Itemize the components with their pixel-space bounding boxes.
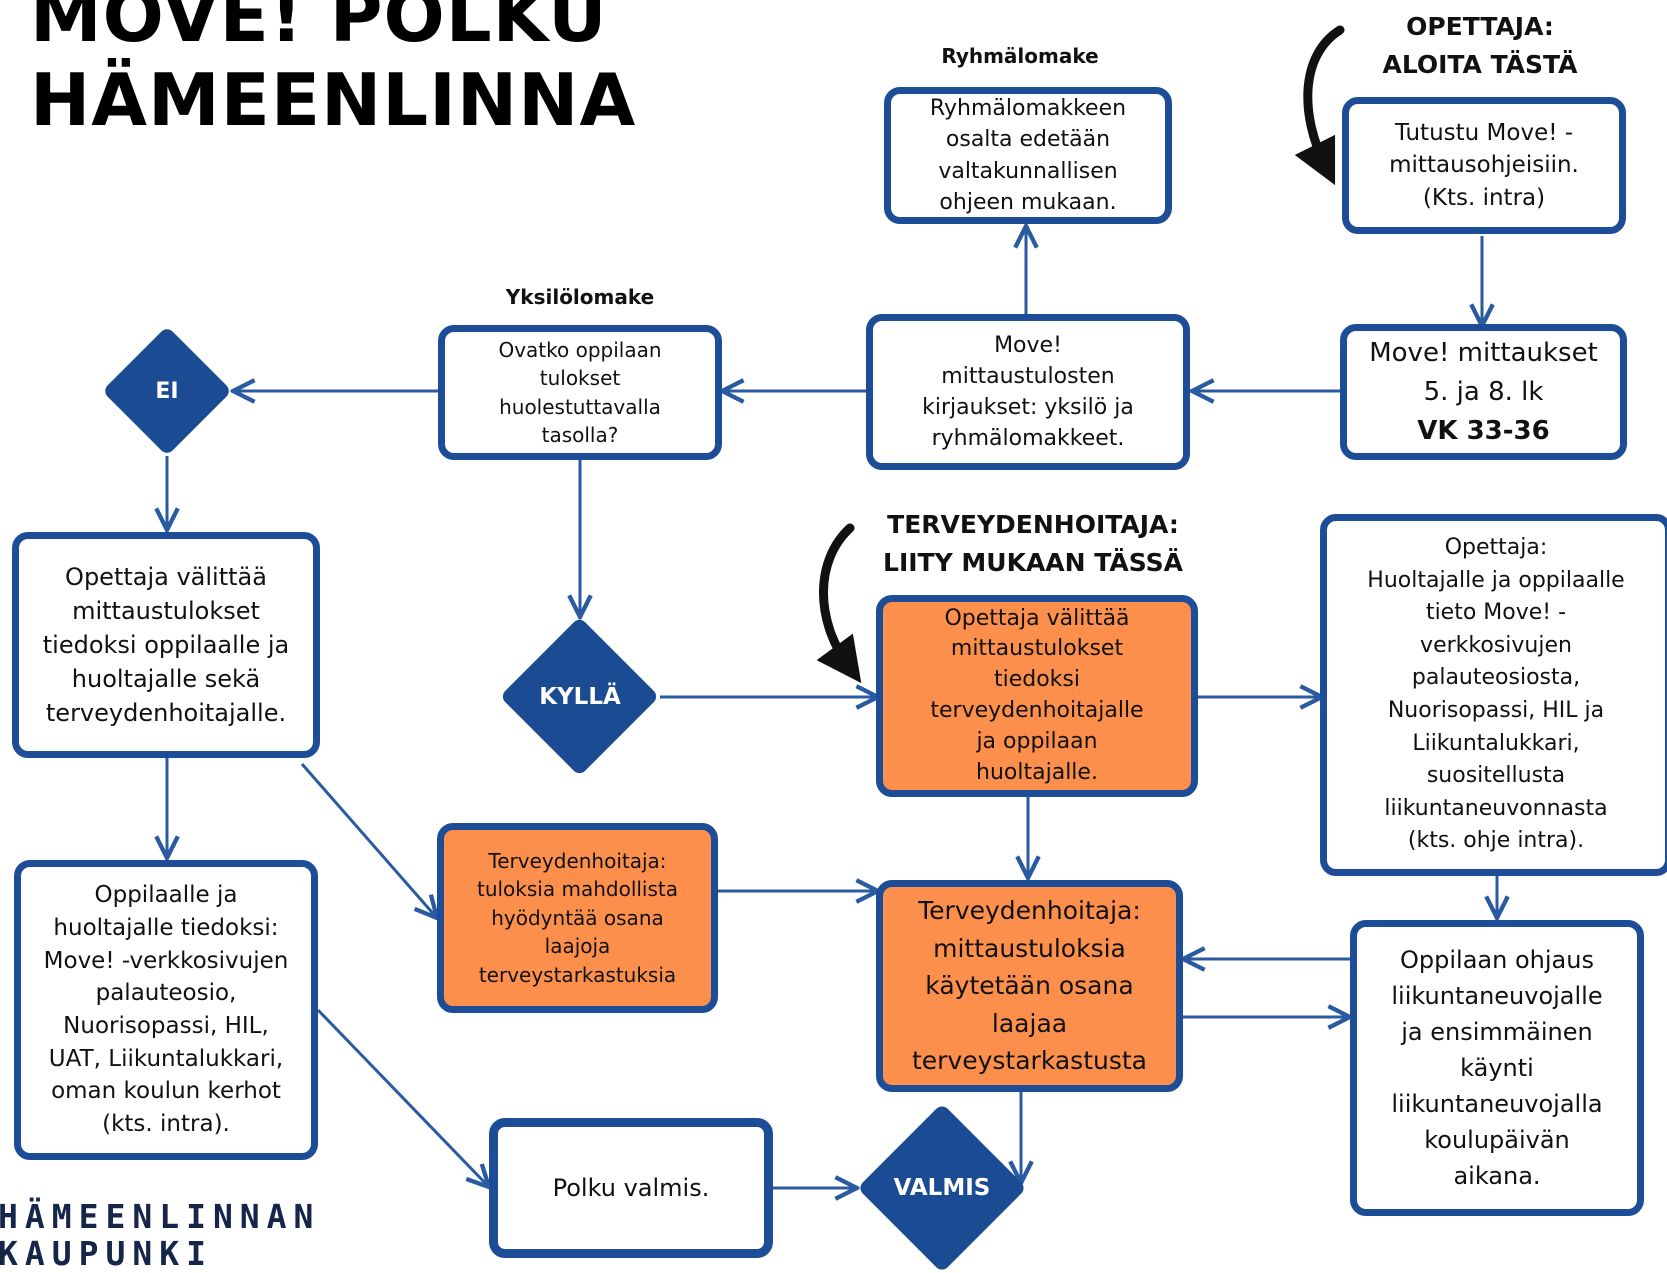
- arrow-oppilaalle-to-polku: [316, 1008, 489, 1187]
- box-mittaukset: Move! mittaukset 5. ja 8. lk VK 33-36: [1340, 324, 1627, 460]
- box-opettaja-tieto: Opettaja: Huoltajalle ja oppilaalle tiet…: [1320, 514, 1667, 876]
- decision-kylla: KYLLÄ: [499, 616, 660, 777]
- page-title: MOVE! POLKU HÄMEENLINNA: [30, 0, 637, 142]
- curved-arrow-terveydenhoitaja: [816, 523, 862, 684]
- mittaukset-text: Move! mittaukset 5. ja 8. lk: [1369, 337, 1598, 407]
- box-kirjaukset: Move! mittaustulosten kirjaukset: yksilö…: [866, 314, 1190, 470]
- box-tutustu: Tutustu Move! - mittausohjeisiin. (Kts. …: [1342, 97, 1626, 234]
- heading-terveydenhoitaja: TERVEYDENHOITAJA: LIITY MUKAAN TÄSSÄ: [883, 510, 1183, 577]
- city-logo: HÄMEENLINNAN KAUPUNKI: [0, 1197, 321, 1273]
- decision-valmis-label: VALMIS: [893, 1175, 991, 1201]
- box-th-tuloksia: Terveydenhoitaja: tuloksia mahdollista h…: [437, 823, 718, 1013]
- box-polku-valmis: Polku valmis.: [489, 1118, 773, 1258]
- box-ryhmalomake: Ryhmälomakkeen osalta edetään valtakunna…: [884, 87, 1172, 224]
- label-ryhmalomake: Ryhmälomake: [941, 44, 1099, 68]
- box-oppilaalle-tiedoksi: Oppilaalle ja huoltajalle tiedoksi: Move…: [14, 860, 318, 1160]
- decision-ei-label: EI: [155, 378, 179, 404]
- box-ohjaus: Oppilaan ohjaus liikuntaneuvojalle ja en…: [1350, 920, 1644, 1216]
- box-opettaja-valittaa-ei: Opettaja välittää mittaustulokset tiedok…: [12, 532, 320, 758]
- box-opettaja-valittaa-kylla: Opettaja välittää mittaustulokset tiedok…: [876, 595, 1198, 797]
- decision-kylla-label: KYLLÄ: [539, 684, 621, 710]
- box-ovatko: Ovatko oppilaan tulokset huolestuttavall…: [438, 325, 722, 460]
- heading-opettaja: OPETTAJA: ALOITA TÄSTÄ: [1382, 12, 1578, 79]
- arrow-opettaja-to-th-tuloksia: [300, 763, 437, 918]
- mittaukset-week: VK 33-36: [1417, 415, 1550, 446]
- decision-ei: EI: [101, 325, 233, 457]
- box-th-mittaustuloksia: Terveydenhoitaja: mittaustuloksia käytet…: [876, 880, 1183, 1092]
- label-yksilolomake: Yksilölomake: [505, 285, 655, 309]
- decision-valmis: VALMIS: [857, 1103, 1027, 1273]
- curved-arrow-opettaja: [1294, 25, 1345, 186]
